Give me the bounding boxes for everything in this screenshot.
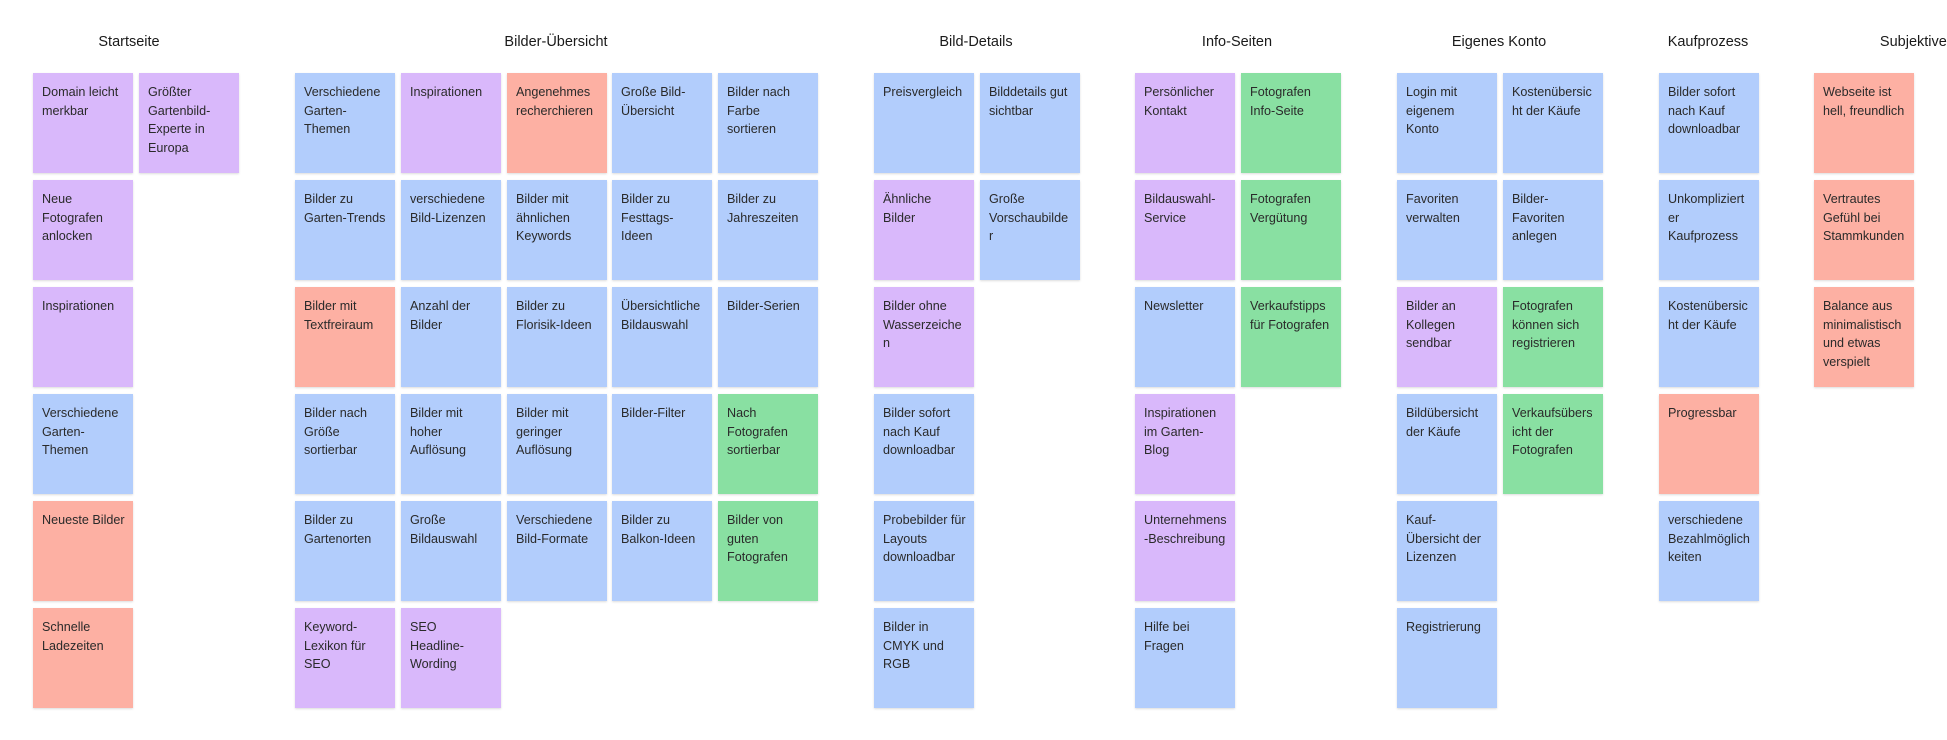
sticky-note[interactable]: Bilder in CMYK und RGB: [874, 608, 974, 708]
column-title-startseite: Startseite: [98, 34, 160, 50]
sticky-note[interactable]: Unkomplizierter Kaufprozess: [1659, 180, 1759, 280]
column-title-info-seiten: Info-Seiten: [1201, 34, 1273, 50]
sticky-note[interactable]: Bilder zu Garten-Trends: [295, 180, 395, 280]
column-title-eigenes-konto: Eigenes Konto: [1451, 34, 1547, 50]
sticky-note[interactable]: Bilder zu Florisik-Ideen: [507, 287, 607, 387]
sticky-note[interactable]: Domain leicht merkbar: [33, 73, 133, 173]
sticky-note[interactable]: Fotografen können sich registrieren: [1503, 287, 1603, 387]
sticky-note[interactable]: Inspirationen: [33, 287, 133, 387]
sticky-note[interactable]: Bildauswahl-Service: [1135, 180, 1235, 280]
sticky-note[interactable]: Persönlicher Kontakt: [1135, 73, 1235, 173]
sticky-note[interactable]: Nach Fotografen sortierbar: [718, 394, 818, 494]
sticky-note[interactable]: Newsletter: [1135, 287, 1235, 387]
sticky-note[interactable]: Bilder-Serien: [718, 287, 818, 387]
sticky-note[interactable]: Übersichtliche Bildauswahl: [612, 287, 712, 387]
sticky-note[interactable]: Inspirationen: [401, 73, 501, 173]
sticky-note[interactable]: verschiedene Bild-Lizenzen: [401, 180, 501, 280]
sticky-note[interactable]: Bilder zu Jahreszeiten: [718, 180, 818, 280]
sticky-note[interactable]: Bilder-Favoriten anlegen: [1503, 180, 1603, 280]
sticky-note[interactable]: Vertrautes Gefühl bei Stammkunden: [1814, 180, 1914, 280]
column-title-bild-details: Bild-Details: [939, 34, 1013, 50]
sticky-note[interactable]: Große Bild-Übersicht: [612, 73, 712, 173]
sticky-note[interactable]: Kostenübersicht der Käufe: [1503, 73, 1603, 173]
sticky-note[interactable]: Große Bildauswahl: [401, 501, 501, 601]
sticky-note[interactable]: Bilder nach Größe sortierbar: [295, 394, 395, 494]
sticky-note[interactable]: Bilder von guten Fotografen: [718, 501, 818, 601]
sticky-note[interactable]: Bilder-Filter: [612, 394, 712, 494]
sticky-note[interactable]: Bilder sofort nach Kauf downloadbar: [1659, 73, 1759, 173]
sticky-note[interactable]: Bildübersicht der Käufe: [1397, 394, 1497, 494]
column-title-bilder-uebersicht: Bilder-Übersicht: [504, 34, 608, 50]
sticky-note[interactable]: Bilder ohne Wasserzeichen: [874, 287, 974, 387]
sticky-note[interactable]: Neue Fotografen anlocken: [33, 180, 133, 280]
sticky-note[interactable]: Progressbar: [1659, 394, 1759, 494]
column-title-subjektives: Subjektives: [1879, 34, 1947, 50]
sticky-note[interactable]: Favoriten verwalten: [1397, 180, 1497, 280]
sticky-note[interactable]: Bilder mit hoher Auflösung: [401, 394, 501, 494]
sticky-note[interactable]: Login mit eigenem Konto: [1397, 73, 1497, 173]
sticky-note[interactable]: Hilfe bei Fragen: [1135, 608, 1235, 708]
sticky-note[interactable]: Inspirationen im Garten-Blog: [1135, 394, 1235, 494]
sticky-note[interactable]: Keyword-Lexikon für SEO: [295, 608, 395, 708]
sticky-note[interactable]: Kauf-Übersicht der Lizenzen: [1397, 501, 1497, 601]
sticky-note[interactable]: Bilder zu Festtags-Ideen: [612, 180, 712, 280]
sticky-note[interactable]: Anzahl der Bilder: [401, 287, 501, 387]
column-title-kaufprozess: Kaufprozess: [1667, 34, 1749, 50]
sticky-note[interactable]: Unternehmens-Beschreibung: [1135, 501, 1235, 601]
sticky-note[interactable]: Schnelle Ladezeiten: [33, 608, 133, 708]
sticky-note[interactable]: Bilder an Kollegen sendbar: [1397, 287, 1497, 387]
sticky-note[interactable]: Bilder mit geringer Auflösung: [507, 394, 607, 494]
sticky-note[interactable]: verschiedene Bezahlmöglichkeiten: [1659, 501, 1759, 601]
sticky-note[interactable]: Verkaufstipps für Fotografen: [1241, 287, 1341, 387]
sticky-note[interactable]: Registrierung: [1397, 608, 1497, 708]
sticky-note[interactable]: Größter Gartenbild-Experte in Europa: [139, 73, 239, 173]
sticky-note[interactable]: Verkaufsübersicht der Fotografen: [1503, 394, 1603, 494]
sticky-note[interactable]: Fotografen Info-Seite: [1241, 73, 1341, 173]
sticky-note[interactable]: Bilder zu Balkon-Ideen: [612, 501, 712, 601]
sticky-note[interactable]: Preisvergleich: [874, 73, 974, 173]
sticky-note[interactable]: Verschiedene Bild-Formate: [507, 501, 607, 601]
sticky-note[interactable]: Große Vorschaubilder: [980, 180, 1080, 280]
sticky-note[interactable]: Probebilder für Layouts downloadbar: [874, 501, 974, 601]
sticky-note[interactable]: Bilder mit ähnlichen Keywords: [507, 180, 607, 280]
sticky-note[interactable]: Bilder nach Farbe sortieren: [718, 73, 818, 173]
sticky-note[interactable]: Neueste Bilder: [33, 501, 133, 601]
sticky-note[interactable]: Verschiedene Garten-Themen: [33, 394, 133, 494]
sticky-note[interactable]: Bilddetails gut sichtbar: [980, 73, 1080, 173]
sticky-note[interactable]: Kostenübersicht der Käufe: [1659, 287, 1759, 387]
sticky-note[interactable]: Fotografen Vergütung: [1241, 180, 1341, 280]
sticky-note[interactable]: Webseite ist hell, freundlich: [1814, 73, 1914, 173]
sticky-note[interactable]: Ähnliche Bilder: [874, 180, 974, 280]
sticky-note[interactable]: Bilder sofort nach Kauf downloadbar: [874, 394, 974, 494]
sticky-note[interactable]: Bilder zu Gartenorten: [295, 501, 395, 601]
sticky-note[interactable]: Bilder mit Textfreiraum: [295, 287, 395, 387]
sticky-note[interactable]: SEO Headline-Wording: [401, 608, 501, 708]
sticky-note[interactable]: Angenehmes recherchieren: [507, 73, 607, 173]
sticky-note[interactable]: Verschiedene Garten-Themen: [295, 73, 395, 173]
sticky-note[interactable]: Balance aus minimalistisch und etwas ver…: [1814, 287, 1914, 387]
